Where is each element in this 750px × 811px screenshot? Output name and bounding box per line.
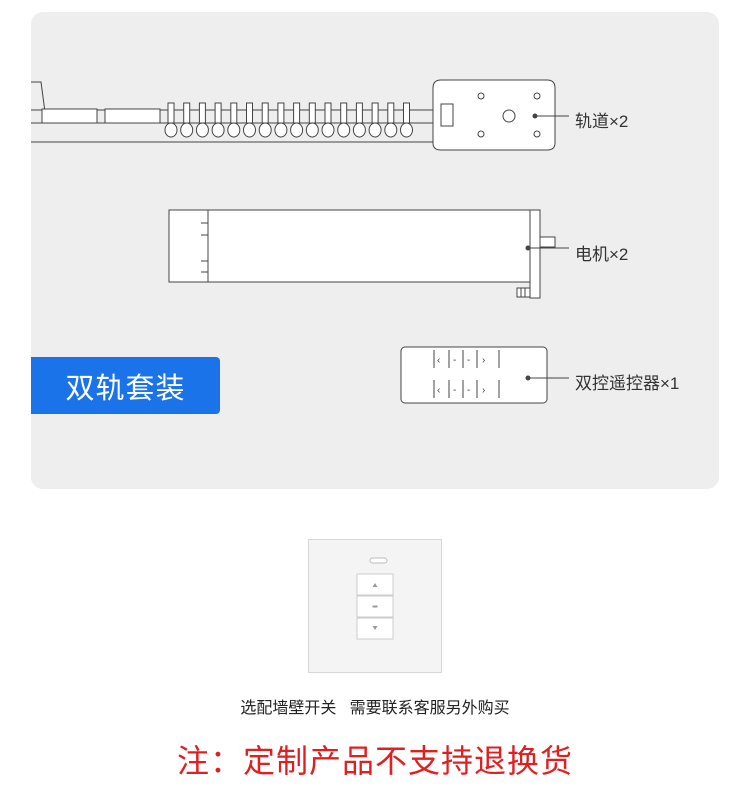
remote-callout-label: 双控遥控器×1 bbox=[575, 374, 680, 393]
track-callout-label: 轨道×2 bbox=[575, 112, 629, 131]
svg-text:‹: ‹ bbox=[437, 385, 440, 396]
switch-caption: 选配墙壁开关 需要联系客服另外购买 bbox=[240, 700, 510, 717]
svg-text:-: - bbox=[467, 385, 470, 396]
svg-text:-: - bbox=[467, 355, 470, 366]
svg-text:-: - bbox=[453, 385, 456, 396]
product-line-drawing: ‹ - - › ‹ - - › bbox=[31, 79, 569, 404]
return-policy-note: 注：定制产品不支持退换货 bbox=[176, 743, 573, 779]
svg-text:›: › bbox=[482, 385, 485, 396]
motor-callout-label: 电机×2 bbox=[575, 245, 629, 264]
svg-text:›: › bbox=[482, 355, 485, 366]
wall-switch-icon bbox=[308, 539, 442, 673]
kit-type-badge: 双轨套装 bbox=[31, 357, 220, 414]
svg-text:-: - bbox=[453, 355, 456, 366]
svg-text:‹: ‹ bbox=[437, 355, 440, 366]
motor-icon bbox=[168, 209, 569, 299]
track-rail-icon bbox=[31, 79, 569, 151]
remote-control-icon: ‹ - - › ‹ - - › bbox=[400, 346, 569, 404]
